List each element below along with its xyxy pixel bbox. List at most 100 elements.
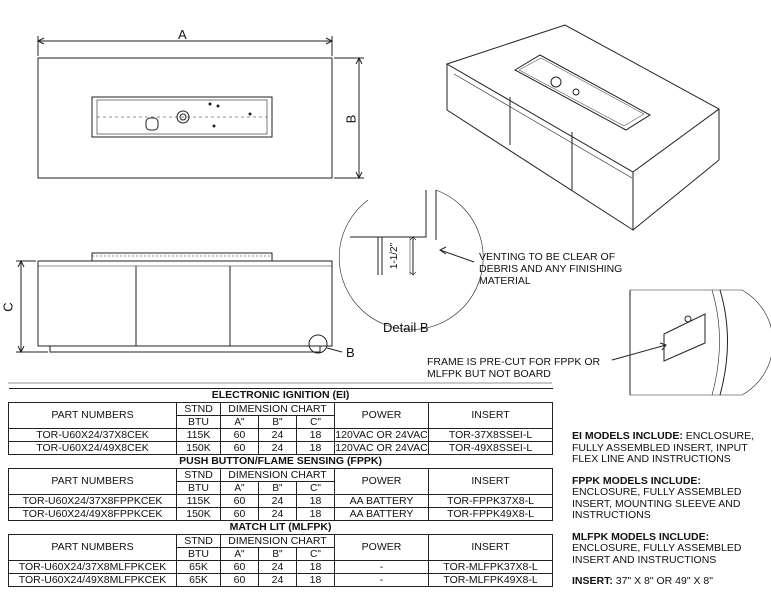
top-view xyxy=(36,36,364,180)
fppk-models-note: FPPK MODELS INCLUDE:ENCLOSURE, FULLY ASS… xyxy=(572,474,768,522)
dim-a-label: A xyxy=(178,27,187,42)
dimension-chart-header: DIMENSION CHART xyxy=(220,468,335,482)
ei-models-text: ENCLOSURE, FULLY ASSEMBLED INSERT, INPUT… xyxy=(572,430,755,465)
part-numbers-header: PART NUMBERS xyxy=(8,534,177,561)
cell-btu: 115K xyxy=(176,494,221,508)
insert-text: 37" X 8" OR 49" X 8" xyxy=(612,575,713,587)
fppk-models-heading: FPPK MODELS INCLUDE: xyxy=(572,474,701,487)
cell-insert: TOR-MLFPK37X8-L xyxy=(427,560,554,574)
frame-note-line: MLFPK BUT NOT BOARD xyxy=(427,368,551,380)
detail-ref-label: B xyxy=(346,345,355,360)
cell-c: 18 xyxy=(296,428,335,442)
insert-header: INSERT xyxy=(427,534,554,561)
insert-heading: INSERT: xyxy=(572,575,613,587)
cell-c: 18 xyxy=(296,494,335,508)
cell-part: TOR-U60X24/37X8CEK xyxy=(8,428,177,442)
cell-btu: 65K xyxy=(176,560,221,574)
dim-a-header: A" xyxy=(220,547,259,561)
dim-b-header: B" xyxy=(258,547,297,561)
dim-b-header: B" xyxy=(258,415,297,429)
cell-power: - xyxy=(334,560,429,574)
detail-dimension: 1-1/2" xyxy=(389,242,401,270)
cell-c: 18 xyxy=(296,573,335,587)
cell-btu: 65K xyxy=(176,573,221,587)
dimension-chart-header: DIMENSION CHART xyxy=(220,534,335,548)
detail-b xyxy=(338,189,484,330)
insert-header: INSERT xyxy=(427,468,554,495)
cell-part: TOR-U60X24/37X8FPPKCEK xyxy=(8,494,177,508)
detail-title: Detail B xyxy=(383,320,429,335)
vent-note: VENTING TO BE CLEAR OF DEBRIS AND ANY FI… xyxy=(479,251,622,287)
cell-a: 60 xyxy=(220,573,259,587)
dim-a-header: A" xyxy=(220,415,259,429)
cell-insert: TOR-FPPK37X8-L xyxy=(427,494,554,508)
cell-a: 60 xyxy=(220,494,259,508)
btu-header: BTU xyxy=(176,415,221,429)
ei-models-heading: EI MODELS INCLUDE: xyxy=(572,430,683,442)
power-header: POWER xyxy=(334,534,429,561)
dim-b-label: B xyxy=(343,114,359,124)
fppk-models-text: ENCLOSURE, FULLY ASSEMBLED INSERT, MOUNT… xyxy=(572,486,742,521)
cell-a: 60 xyxy=(220,441,259,455)
mlfpk-models-text: ENCLOSURE, FULLY ASSEMBLED INSERT AND IN… xyxy=(572,542,742,566)
dim-b-header: B" xyxy=(258,481,297,495)
front-view xyxy=(16,252,343,354)
cell-part: TOR-U60X24/49X8FPPKCEK xyxy=(8,507,177,521)
section-header-row: ELECTRONIC IGNITION (EI) xyxy=(8,388,553,403)
cell-c: 18 xyxy=(296,441,335,455)
btu-header: BTU xyxy=(176,481,221,495)
cell-b: 24 xyxy=(258,494,297,508)
dim-a-header: A" xyxy=(220,481,259,495)
cell-insert: TOR-37X8SSEI-L xyxy=(427,428,554,442)
cell-power: AA BATTERY xyxy=(334,507,429,521)
cell-power: 120VAC OR 24VAC xyxy=(334,428,429,442)
insert-header: INSERT xyxy=(427,402,554,429)
ei-models-note: EI MODELS INCLUDE: ENCLOSURE, FULLY ASSE… xyxy=(572,430,768,466)
section-title: MATCH LIT (MLFPK) xyxy=(8,520,553,535)
power-header: POWER xyxy=(334,468,429,495)
mlfpk-models-note: MLFPK MODELS INCLUDE:ENCLOSURE, FULLY AS… xyxy=(572,530,768,567)
cell-part: TOR-U60X24/49X8MLFPKCEK xyxy=(8,573,177,587)
btu-header: BTU xyxy=(176,547,221,561)
part-numbers-header: PART NUMBERS xyxy=(8,468,177,495)
cell-b: 24 xyxy=(258,507,297,521)
dim-c-header: C" xyxy=(296,415,335,429)
models-include-notes: EI MODELS INCLUDE: ENCLOSURE, FULLY ASSE… xyxy=(572,430,768,598)
cell-c: 18 xyxy=(296,507,335,521)
cell-b: 24 xyxy=(258,573,297,587)
vent-note-line: MATERIAL xyxy=(479,275,531,287)
cell-c: 18 xyxy=(296,560,335,574)
frame-note-line: FRAME IS PRE-CUT FOR FPPK OR xyxy=(427,356,601,368)
stnd-header: STND xyxy=(176,468,221,482)
cell-power: - xyxy=(334,573,429,587)
cell-insert: TOR-FPPK49X8-L xyxy=(427,507,554,521)
section-title: PUSH BUTTON/FLAME SENSING (FPPK) xyxy=(8,454,553,469)
cell-btu: 150K xyxy=(176,441,221,455)
mlfpk-models-heading: MLFPK MODELS INCLUDE: xyxy=(572,530,710,543)
cell-b: 24 xyxy=(258,560,297,574)
frame-detail xyxy=(611,289,771,396)
cell-power: AA BATTERY xyxy=(334,494,429,508)
cell-b: 24 xyxy=(258,428,297,442)
isometric-view xyxy=(445,24,720,231)
part-numbers-header: PART NUMBERS xyxy=(8,402,177,429)
section-header-row: MATCH LIT (MLFPK) xyxy=(8,520,553,535)
cell-btu: 115K xyxy=(176,428,221,442)
frame-note: FRAME IS PRE-CUT FOR FPPK OR MLFPK BUT N… xyxy=(427,356,600,380)
cell-b: 24 xyxy=(258,441,297,455)
stnd-header: STND xyxy=(176,402,221,416)
cell-part: TOR-U60X24/49X8CEK xyxy=(8,441,177,455)
dim-c-header: C" xyxy=(296,547,335,561)
cell-part: TOR-U60X24/37X8MLFPKCEK xyxy=(8,560,177,574)
